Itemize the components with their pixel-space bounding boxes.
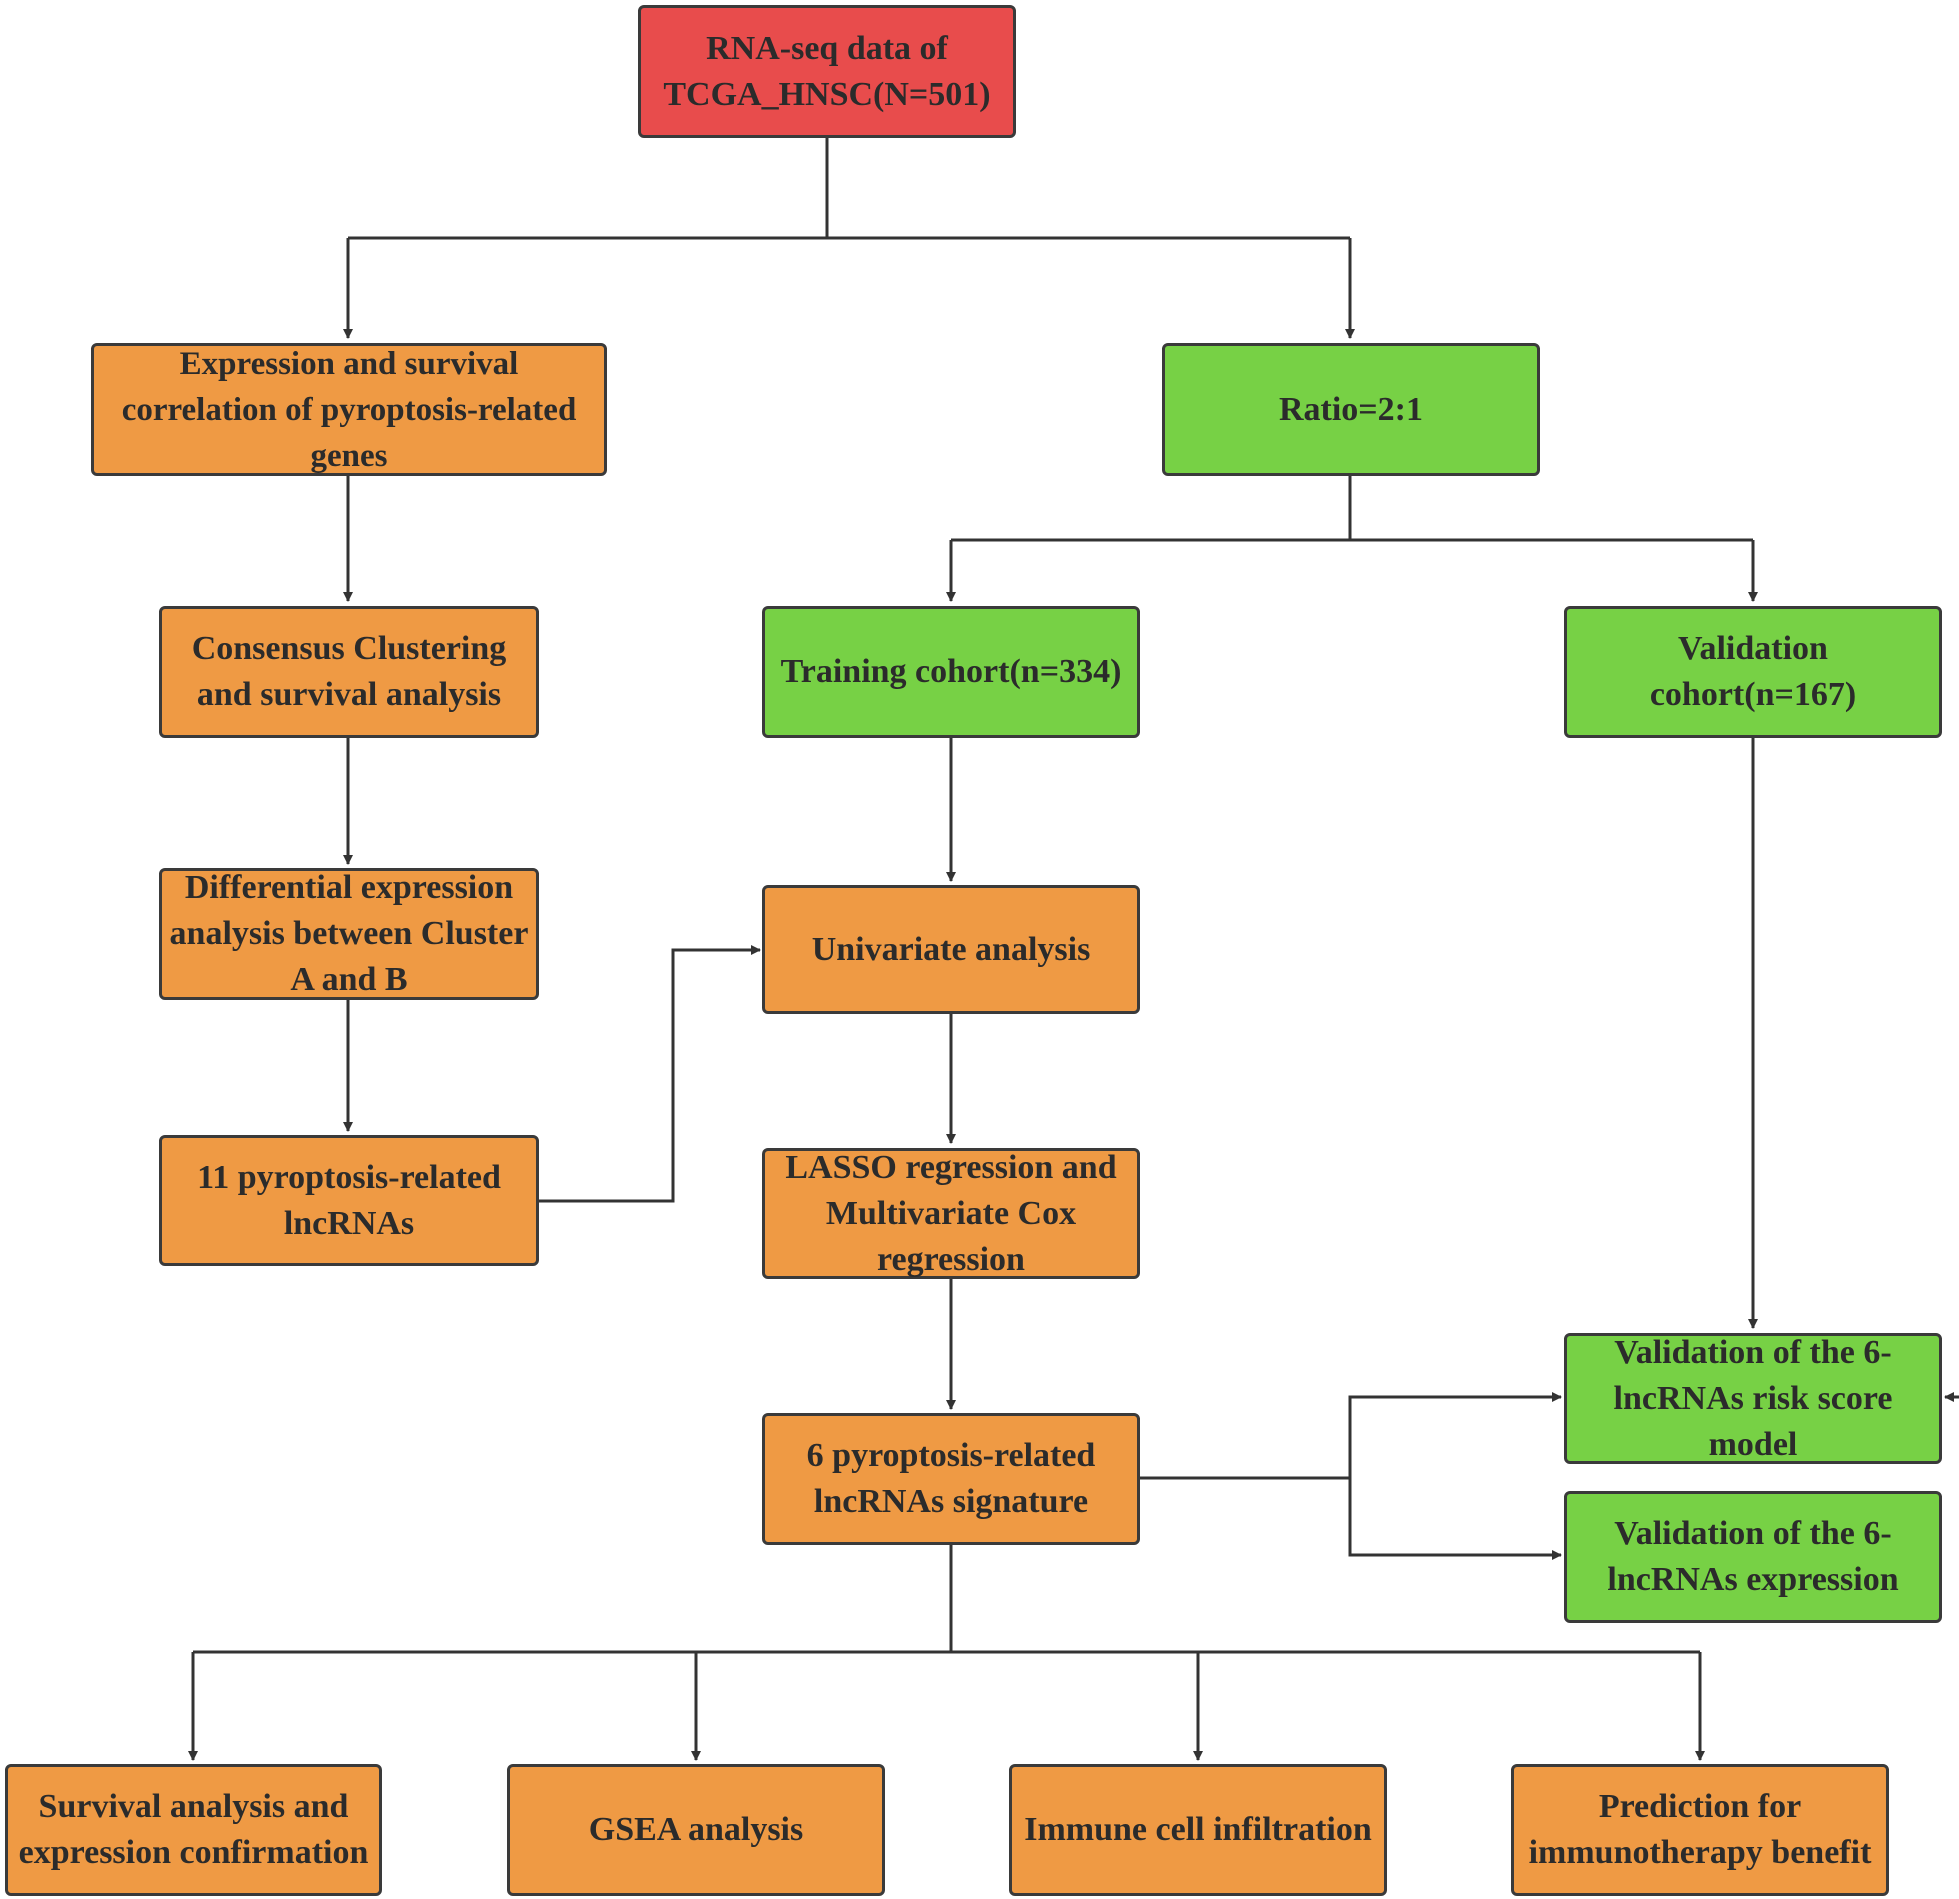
node-survival-confirm: Survival analysis and expression confirm… <box>5 1764 382 1896</box>
node-differential: Differential expression analysis between… <box>159 868 539 1000</box>
connector-signature-split <box>193 1545 1700 1654</box>
node-immunotherapy: Prediction for immunotherapy benefit <box>1511 1764 1889 1896</box>
node-lasso: LASSO regression and Multivariate Cox re… <box>762 1148 1140 1279</box>
node-training: Training cohort(n=334) <box>762 606 1140 738</box>
node-validation-cohort: Validation cohort(n=167) <box>1564 606 1942 738</box>
arrow-to-validation-model <box>1140 1392 1562 1480</box>
node-signature-6: 6 pyroptosis-related lncRNAs signature <box>762 1413 1140 1545</box>
arrow-to-validation-expression <box>1348 1478 1562 1560</box>
node-immune: Immune cell infiltration <box>1009 1764 1387 1896</box>
node-gsea: GSEA analysis <box>507 1764 885 1896</box>
node-validation-model: Validation of the 6-lncRNAs risk score m… <box>1564 1333 1942 1464</box>
node-expression-survival: Expression and survival correlation of p… <box>91 343 607 476</box>
node-univariate: Univariate analysis <box>762 885 1140 1014</box>
connector-ratio-split <box>951 476 1753 542</box>
node-rna-seq: RNA-seq data of TCGA_HNSC(N=501) <box>638 5 1016 138</box>
arrow-lncrnas-to-univariate <box>537 945 761 1203</box>
node-validation-expression: Validation of the 6-lncRNAs expression <box>1564 1491 1942 1623</box>
node-consensus: Consensus Clustering and survival analys… <box>159 606 539 738</box>
node-lncrnas-11: 11 pyroptosis-related lncRNAs <box>159 1135 539 1266</box>
connector-root-split <box>348 138 1350 240</box>
node-ratio: Ratio=2:1 <box>1162 343 1540 476</box>
